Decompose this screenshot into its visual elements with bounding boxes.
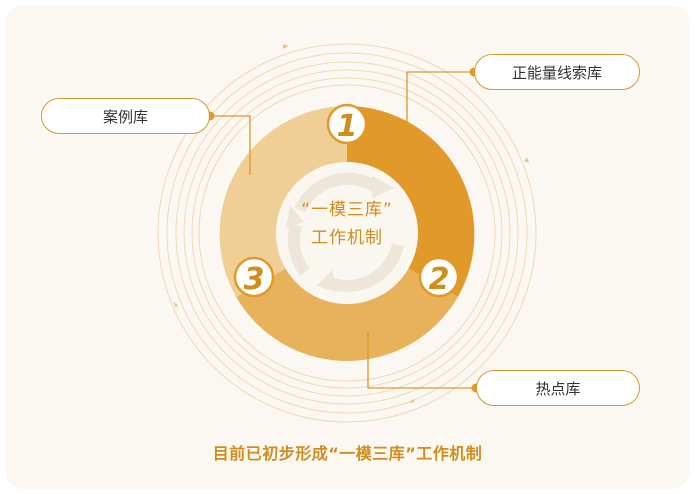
segment-1-arc: [347, 106, 475, 297]
badge-2: 2: [418, 256, 460, 298]
center-title: “一模三库” 工作机制: [261, 196, 433, 252]
cycle-arrowheads-icon: [286, 176, 394, 292]
badge-1: 1: [326, 103, 368, 145]
diagram-caption: 目前已初步形成“一模三库”工作机制: [212, 444, 483, 463]
badge-2-number: 2: [429, 262, 450, 297]
label-hotspot-library: 热点库: [476, 370, 640, 406]
ring-arrow-markers: [173, 44, 529, 403]
cycle-arrows-icon: [287, 172, 404, 292]
label-positive-clue-library: 正能量线索库: [474, 54, 640, 90]
connector-top-right: [406, 71, 474, 158]
connector-bottom-right: [367, 332, 476, 389]
badge-1-number: 1: [337, 109, 358, 144]
segment-2-arc: [236, 268, 458, 361]
badge-3-number: 3: [244, 262, 265, 297]
connector-left: [210, 115, 251, 175]
center-title-line1: “一模三库”: [301, 200, 393, 220]
center-title-line2: 工作机制: [311, 228, 383, 248]
badge-3: 3: [233, 256, 275, 298]
decorative-rings: [157, 43, 537, 423]
segment-3-arc: [219, 106, 347, 297]
label-case-library: 案例库: [41, 98, 210, 134]
